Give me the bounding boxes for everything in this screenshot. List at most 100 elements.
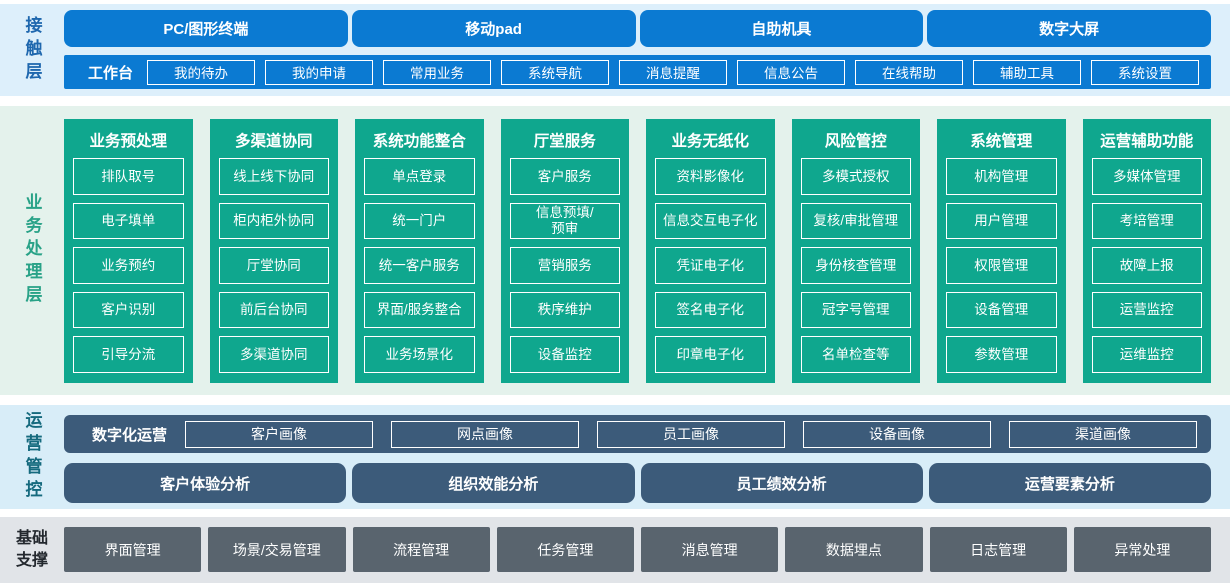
foundation-row: 界面管理 场景/交易管理 流程管理 任务管理 消息管理 数据埋点 日志管理 异常…	[64, 527, 1211, 572]
column-title: 业务无纸化	[671, 133, 749, 150]
channel-button[interactable]: 移动pad	[351, 10, 636, 47]
channel-row: PC/图形终端 移动pad 自助机具 数字大屏	[64, 10, 1211, 47]
module-chip[interactable]: 身份核查管理	[800, 247, 911, 284]
column-items: 多媒体管理 考培管理 故障上报 运营监控 运维监控	[1091, 158, 1202, 373]
module-chip[interactable]: 统一客户服务	[364, 247, 475, 284]
portrait-button[interactable]: 渠道画像	[1009, 420, 1198, 448]
analysis-card[interactable]: 运营要素分析	[928, 463, 1211, 503]
foundation-button[interactable]: 异常处理	[1073, 527, 1211, 572]
analysis-card[interactable]: 员工绩效分析	[640, 463, 923, 503]
column-items: 机构管理 用户管理 权限管理 设备管理 参数管理	[946, 158, 1057, 373]
business-column: 多渠道协同 线上线下协同 柜内柜外协同 厅堂协同 前后台协同	[209, 119, 338, 383]
module-chip[interactable]: 资料影像化	[655, 158, 766, 195]
column-title: 多渠道协同	[234, 133, 313, 150]
module-chip[interactable]: 签名电子化	[655, 291, 766, 329]
module-chip[interactable]: 印章电子化	[655, 336, 766, 373]
module-chip[interactable]: 引导分流	[73, 336, 184, 373]
business-layer-label: 业务处理层	[22, 193, 42, 308]
module-chip[interactable]: 考培管理	[1091, 202, 1202, 240]
workbench-button[interactable]: 在线帮助	[855, 59, 964, 85]
digital-ops-bar: 数字化运营 客户画像 网点画像 员工画像 设备画像 渠道画像	[64, 415, 1211, 453]
module-chip[interactable]: 线上线下协同	[218, 158, 329, 195]
analysis-card[interactable]: 客户体验分析	[64, 463, 347, 503]
workbench-button[interactable]: 常用业务	[383, 59, 492, 85]
workbench-button[interactable]: 我的待办	[147, 59, 256, 85]
module-chip[interactable]: 用户管理	[946, 202, 1057, 240]
channel-button[interactable]: 数字大屏	[927, 10, 1211, 47]
column-title: 系统管理	[970, 133, 1033, 150]
module-chip[interactable]: 凭证电子化	[655, 247, 766, 284]
portrait-button[interactable]: 设备画像	[803, 420, 992, 448]
module-chip[interactable]: 运营监控	[1091, 291, 1202, 329]
module-chip[interactable]: 电子填单	[73, 202, 184, 240]
module-chip[interactable]: 客户识别	[73, 291, 184, 329]
foundation-button[interactable]: 日志管理	[929, 527, 1067, 572]
module-chip[interactable]: 多模式授权	[800, 158, 911, 195]
workbench-button[interactable]: 辅助工具	[973, 59, 1082, 85]
column-title: 风险管控	[824, 133, 887, 150]
column-title: 系统功能整合	[372, 133, 466, 150]
analysis-row: 客户体验分析 组织效能分析 员工绩效分析 运营要素分析	[64, 463, 1211, 503]
module-chip[interactable]: 界面/服务整合	[364, 291, 475, 329]
module-chip[interactable]: 业务场景化	[364, 336, 475, 373]
workbench-button[interactable]: 我的申请	[265, 59, 374, 85]
column-title: 运营辅助功能	[1100, 133, 1194, 150]
module-chip[interactable]: 营销服务	[509, 247, 620, 284]
channel-button[interactable]: 自助机具	[639, 10, 924, 47]
channel-button[interactable]: PC/图形终端	[64, 10, 348, 47]
module-chip[interactable]: 前后台协同	[218, 291, 329, 329]
ops-layer-band: 运营管控 数字化运营 客户画像 网点画像 员工画像 设备画像 渠道画像	[0, 405, 1230, 509]
module-chip[interactable]: 运维监控	[1091, 336, 1202, 373]
foundation-button[interactable]: 消息管理	[641, 527, 779, 572]
column-items: 线上线下协同 柜内柜外协同 厅堂协同 前后台协同 多渠道协同	[218, 158, 329, 373]
workbench-bar: 工作台 我的待办 我的申请 常用业务 系统导航 消息提醒 信息公告	[64, 55, 1211, 89]
business-column: 系统功能整合 单点登录 统一门户 统一客户服务 界面/服务整合	[355, 119, 484, 383]
workbench-button[interactable]: 系统设置	[1091, 59, 1200, 85]
business-layer-band: 业务处理层 业务预处理 排队取号 电子填单 业务预约	[0, 106, 1230, 395]
module-chip[interactable]: 冠字号管理	[800, 291, 911, 329]
column-title: 业务预处理	[89, 133, 167, 150]
workbench-button[interactable]: 信息公告	[737, 59, 846, 85]
workbench-button[interactable]: 消息提醒	[619, 59, 728, 85]
foundation-button[interactable]: 数据埋点	[785, 527, 923, 572]
module-chip[interactable]: 秩序维护	[509, 291, 620, 329]
module-chip[interactable]: 多渠道协同	[218, 336, 329, 373]
column-items: 多模式授权 复核/审批管理 身份核查管理 冠字号管理 名单检查等	[800, 158, 911, 373]
column-items: 单点登录 统一门户 统一客户服务 界面/服务整合 业务场景化	[364, 158, 475, 373]
module-chip[interactable]: 排队取号	[73, 158, 184, 195]
portrait-button[interactable]: 客户画像	[185, 420, 374, 448]
ops-layer-label: 运营管控	[22, 411, 42, 503]
module-chip[interactable]: 统一门户	[364, 202, 475, 240]
business-column: 运营辅助功能 多媒体管理 考培管理 故障上报 运营监控	[1082, 119, 1211, 383]
module-chip[interactable]: 复核/审批管理	[800, 202, 911, 240]
business-column: 厅堂服务 客户服务 信息预填/ 预审 营销服务 秩序维护	[500, 119, 629, 383]
module-chip[interactable]: 厅堂协同	[218, 247, 329, 284]
foundation-button[interactable]: 任务管理	[496, 527, 634, 572]
portrait-button[interactable]: 员工画像	[597, 420, 786, 448]
module-chip[interactable]: 故障上报	[1091, 247, 1202, 284]
column-items: 排队取号 电子填单 业务预约 客户识别 引导分流	[73, 158, 184, 373]
module-chip[interactable]: 权限管理	[946, 247, 1057, 284]
module-chip[interactable]: 信息交互电子化	[655, 202, 766, 240]
workbench-button[interactable]: 系统导航	[501, 59, 610, 85]
module-chip[interactable]: 业务预约	[73, 247, 184, 284]
portrait-button[interactable]: 网点画像	[391, 420, 580, 448]
module-chip[interactable]: 设备监控	[509, 336, 620, 373]
foundation-button[interactable]: 场景/交易管理	[208, 527, 346, 572]
module-chip[interactable]: 单点登录	[364, 158, 475, 195]
module-chip[interactable]: 参数管理	[946, 336, 1057, 373]
module-chip[interactable]: 名单检查等	[800, 336, 911, 373]
module-chip[interactable]: 设备管理	[946, 291, 1057, 329]
foundation-layer-content: 界面管理 场景/交易管理 流程管理 任务管理 消息管理 数据埋点 日志管理 异常…	[64, 517, 1230, 583]
analysis-card[interactable]: 组织效能分析	[352, 463, 635, 503]
workbench-label: 工作台	[88, 64, 134, 82]
module-chip[interactable]: 机构管理	[946, 158, 1057, 195]
foundation-button[interactable]: 界面管理	[64, 527, 202, 572]
module-chip[interactable]: 信息预填/ 预审	[509, 202, 620, 240]
module-chip[interactable]: 柜内柜外协同	[218, 202, 329, 240]
module-chip[interactable]: 客户服务	[509, 158, 620, 195]
ops-layer-content: 数字化运营 客户画像 网点画像 员工画像 设备画像 渠道画像	[64, 405, 1230, 509]
foundation-button[interactable]: 流程管理	[352, 527, 490, 572]
module-chip[interactable]: 多媒体管理	[1091, 158, 1202, 195]
